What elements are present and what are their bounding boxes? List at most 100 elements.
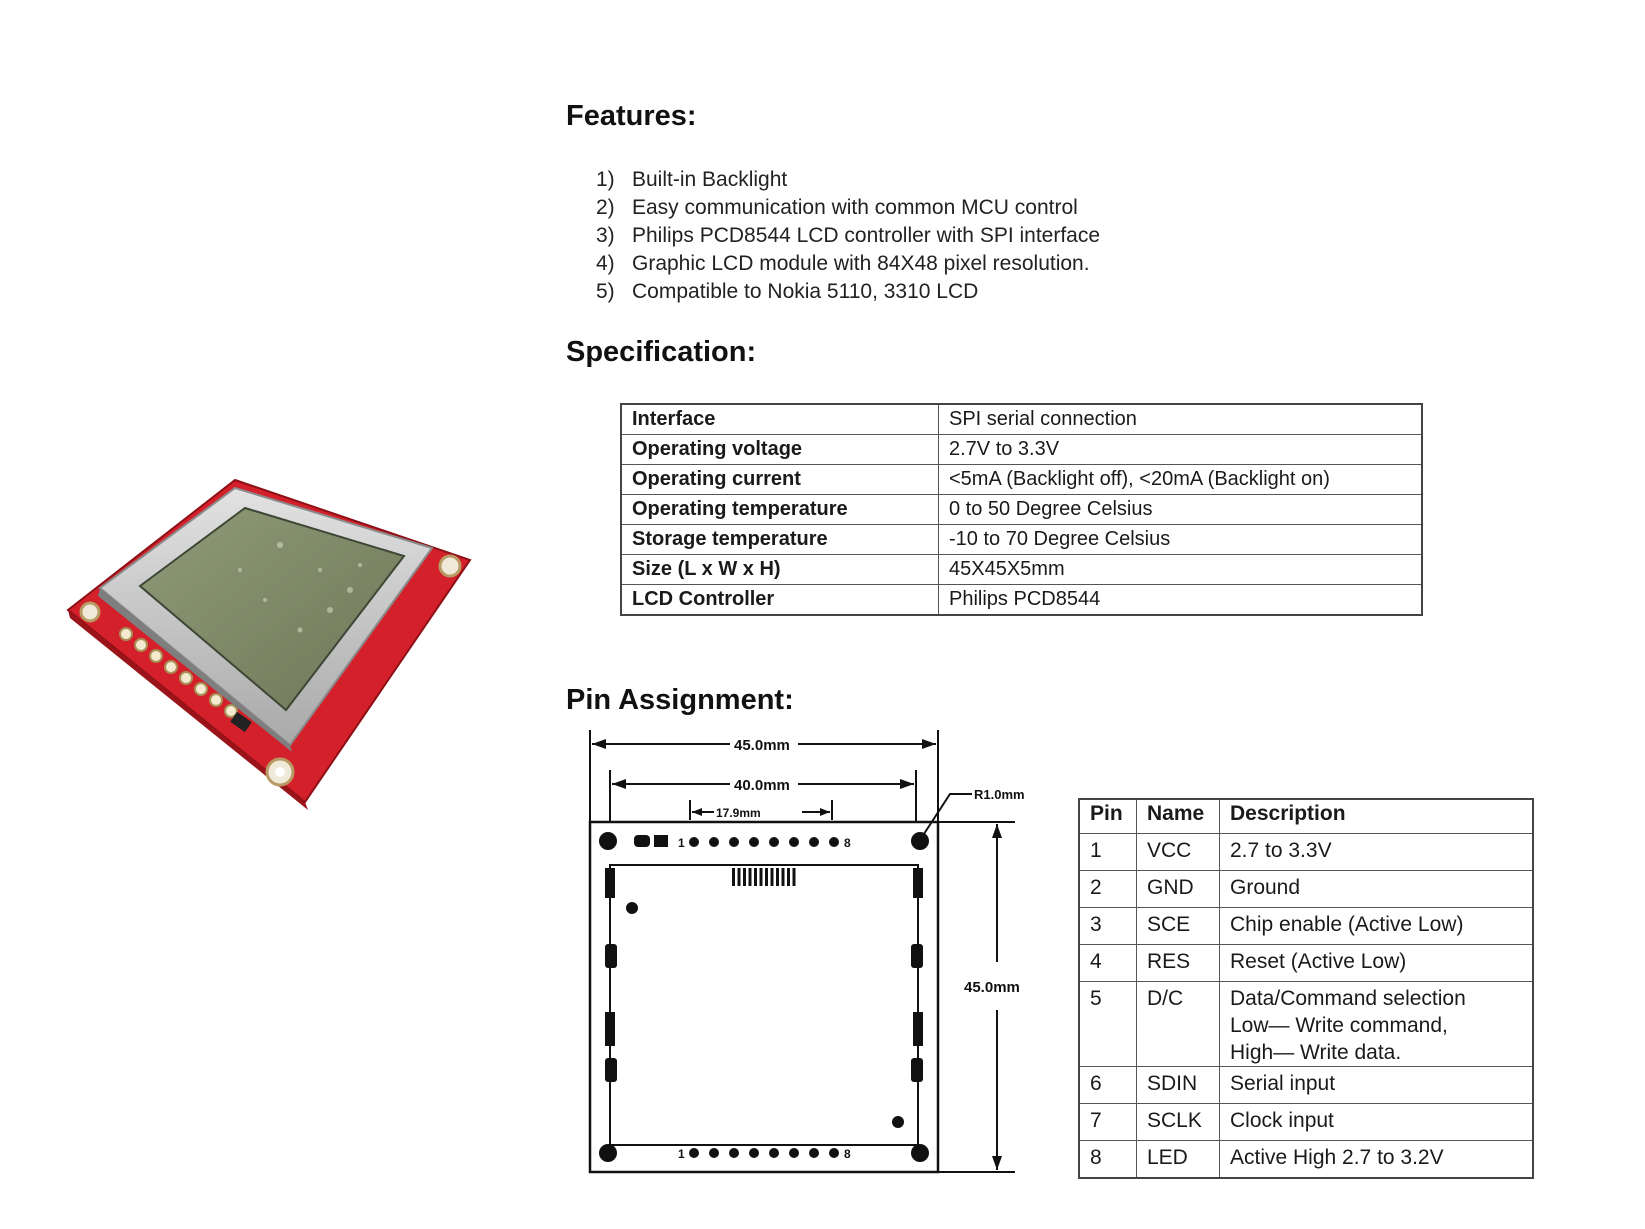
spec-key: Storage temperature [620, 524, 939, 555]
feature-item: 1) Built-in Backlight [596, 166, 1100, 194]
pin-header: Pin [1078, 798, 1137, 834]
feature-item: 2) Easy communication with common MCU con… [596, 194, 1100, 222]
feature-text: Compatible to Nokia 5110, 3310 LCD [632, 280, 979, 303]
pin-description-line: Serial input [1230, 1072, 1336, 1095]
pin-pad [789, 837, 799, 847]
spec-value: -10 to 70 Degree Celsius [938, 524, 1423, 555]
pin-pad [829, 1148, 839, 1158]
pin-description-line: Reset (Active Low) [1230, 950, 1407, 973]
feature-number: 3) [596, 224, 615, 247]
pin-pad [709, 1148, 719, 1158]
pin-description-line: Ground [1230, 876, 1301, 899]
dim-radius: R1.0mm [974, 787, 1025, 802]
spec-key: Size (L x W x H) [620, 554, 939, 585]
pin-number: 2 [1078, 870, 1137, 908]
flex-trace [759, 868, 763, 886]
pin-pad [789, 1148, 799, 1158]
pin-description: 2.7 to 3.3V [1219, 833, 1534, 871]
dim-width-outer: 45.0mm [734, 737, 790, 754]
pin-description: Clock input [1219, 1103, 1534, 1141]
pin-description: Reset (Active Low) [1219, 944, 1534, 982]
pin-name: RES [1136, 944, 1220, 982]
spec-value: 0 to 50 Degree Celsius [938, 494, 1423, 525]
flex-trace [787, 868, 790, 886]
spec-row: Size (L x W x H)45X45X5mm [620, 554, 1423, 585]
features-list: 1) Built-in Backlight 2) Easy communication… [596, 166, 1100, 306]
feature-text: Built-in Backlight [632, 168, 788, 191]
pin-description-line: Data/Command selection [1230, 987, 1466, 1010]
pin-number: 3 [1078, 907, 1137, 945]
lcd-module-photo [66, 478, 472, 810]
pin-description-line: Low— Write command, [1230, 1014, 1448, 1037]
pin-name: SDIN [1136, 1066, 1220, 1104]
pin-description: Ground [1219, 870, 1534, 908]
pin-number: 7 [1078, 1103, 1137, 1141]
flex-trace [781, 868, 785, 886]
pin-assignment-heading: Pin Assignment: [566, 684, 794, 716]
pin-name: LED [1136, 1140, 1220, 1179]
dim-height: 45.0mm [964, 979, 1020, 996]
side-clips [605, 868, 923, 1128]
pin-pad [689, 837, 699, 847]
top-pin-row [689, 837, 839, 847]
top-pin-first: 1 [678, 836, 685, 850]
pin-description-line: High— Write data. [1230, 1041, 1402, 1064]
pin-pad [729, 1148, 739, 1158]
features-heading: Features: [566, 100, 697, 132]
mounting-hole [438, 554, 462, 578]
feature-text: Philips PCD8544 LCD controller with SPI … [632, 224, 1101, 247]
pin-dimension-diagram: 45.0mm 40.0mm 17.9mm R1.0mm 45.0mm 1 8 1… [588, 730, 1025, 1174]
display-area [609, 864, 919, 1146]
flex-trace [743, 868, 746, 886]
pin-pad [709, 837, 719, 847]
mounting-hole [79, 601, 101, 623]
pin-pad [729, 837, 739, 847]
spec-value: <5mA (Backlight off), <20mA (Backlight o… [938, 464, 1423, 495]
feature-item: 5)Compatible to Nokia 5110, 3310 LCD [596, 278, 1100, 306]
pin-pad [689, 1148, 699, 1158]
spec-value: 45X45X5mm [938, 554, 1423, 585]
pin-pad [749, 1148, 759, 1158]
spec-value: 2.7V to 3.3V [938, 434, 1423, 465]
flex-trace [770, 868, 774, 886]
pin-description: Active High 2.7 to 3.2V [1219, 1140, 1534, 1179]
bottom-pin-last: 8 [844, 1147, 851, 1161]
pin-description: Chip enable (Active Low) [1219, 907, 1534, 945]
lcd-glass [138, 506, 406, 712]
pin-number: 6 [1078, 1066, 1137, 1104]
feature-text: Graphic LCD module with 84X48 pixel reso… [632, 252, 1090, 275]
spec-key: Operating current [620, 464, 939, 495]
spec-row: Operating current<5mA (Backlight off), <… [620, 464, 1423, 495]
pin-pad [769, 837, 779, 847]
pin-pad [809, 1148, 819, 1158]
pin-name: GND [1136, 870, 1220, 908]
spec-row: Storage temperature-10 to 70 Degree Cels… [620, 524, 1423, 555]
pin-pad [829, 837, 839, 847]
feature-text: Easy communication with common MCU contr… [632, 196, 1078, 219]
name-header: Name [1136, 798, 1220, 834]
spec-key: Operating voltage [620, 434, 939, 465]
feature-number: 2) [596, 196, 615, 219]
pin-number: 5 [1078, 981, 1137, 1067]
pin-pad [769, 1148, 779, 1158]
pin-description-line: 2.7 to 3.3V [1230, 839, 1332, 862]
specification-heading: Specification: [566, 336, 757, 368]
header-pins [119, 627, 238, 718]
flex-trace [754, 868, 757, 886]
spec-key: Operating temperature [620, 494, 939, 525]
bottom-pin-row [689, 1148, 839, 1158]
pin-name: SCE [1136, 907, 1220, 945]
feature-number: 1) [596, 168, 615, 191]
pin-number: 8 [1078, 1140, 1137, 1179]
